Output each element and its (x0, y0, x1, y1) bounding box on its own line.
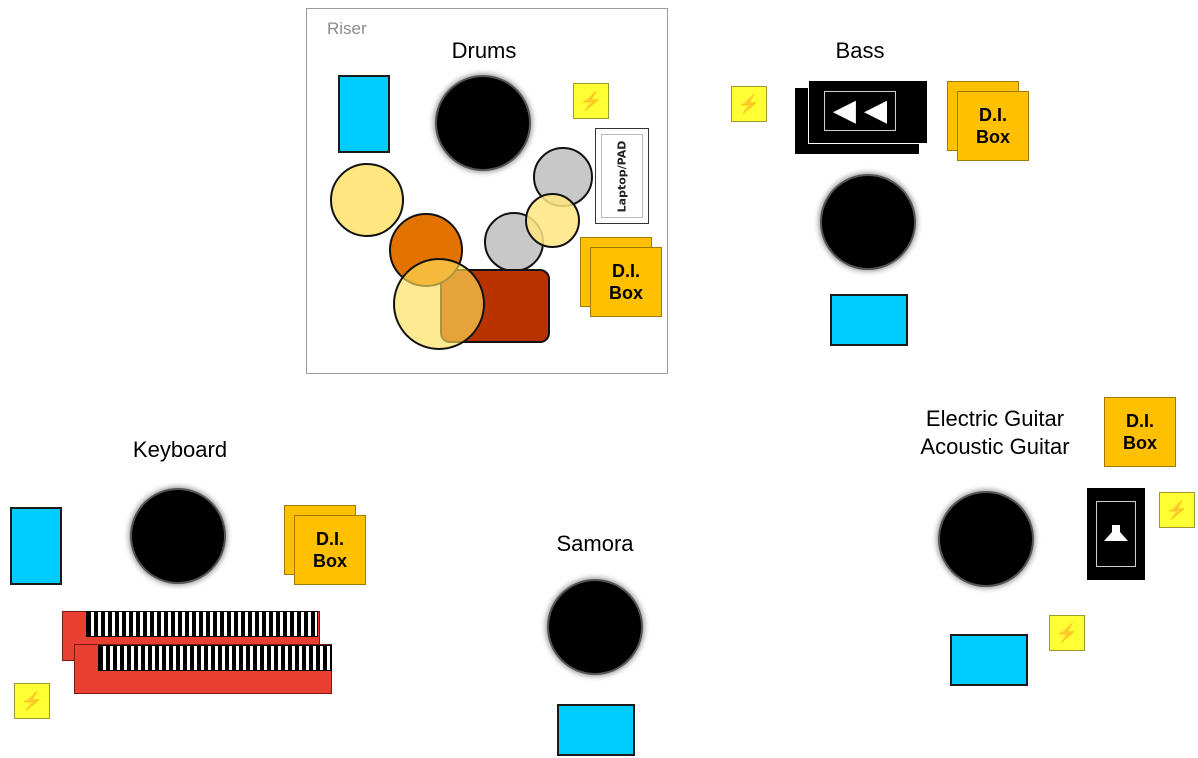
keyboard-label: Keyboard (132, 437, 228, 462)
guitar-monitor (950, 634, 1028, 686)
guitar-amp-power-outlet-icon: ⚡ (1159, 492, 1195, 528)
speaker-icon: ◀ (864, 94, 888, 127)
guitar-amp (1087, 488, 1145, 580)
drums-monitor (338, 75, 390, 153)
bass-monitor (830, 294, 908, 346)
riser-label: Riser (327, 19, 367, 38)
guitar-di-box: D.I. Box (1104, 397, 1176, 467)
keyboard-upper-keys (86, 611, 318, 637)
laptop-pad-label: Laptop/PAD (615, 140, 629, 212)
keyboard-lower-keys (98, 645, 332, 671)
speaker-icon (1104, 525, 1128, 541)
bass-vocal-mic-icon (822, 176, 914, 268)
drums-power-outlet-icon: ⚡ (573, 83, 609, 119)
bass-label: Bass (835, 38, 885, 63)
bass-di-box: D.I. Box (947, 81, 1029, 161)
drums-vocal-mic-icon (437, 77, 529, 169)
speaker-icon: ◀ (832, 94, 856, 127)
drums-label: Drums (451, 38, 517, 63)
keyboard-vocal-mic-icon (132, 490, 224, 582)
vocalist-mic-icon (549, 581, 641, 673)
guitar-label: Electric Guitar Acoustic Guitar (920, 406, 1070, 459)
guitar-vocal-mic-icon (940, 493, 1032, 585)
vocalist-monitor (557, 704, 635, 756)
laptop-pad: Laptop/PAD (595, 128, 649, 224)
keyboard-power-outlet-icon: ⚡ (14, 683, 50, 719)
keyboard-monitor (10, 507, 62, 585)
keyboard-di-box: D.I. Box (284, 505, 366, 585)
crash-cymbal (330, 163, 404, 237)
bass-cabinet: ◀ ◀ (808, 80, 928, 144)
splash-cymbal (525, 193, 580, 248)
bass-power-outlet-icon: ⚡ (731, 86, 767, 122)
hi-hat-cymbal (393, 258, 485, 350)
drums-di-box: D.I. Box (580, 237, 662, 317)
vocalist-label: Samora (556, 531, 634, 556)
guitar-power-outlet-icon: ⚡ (1049, 615, 1085, 651)
